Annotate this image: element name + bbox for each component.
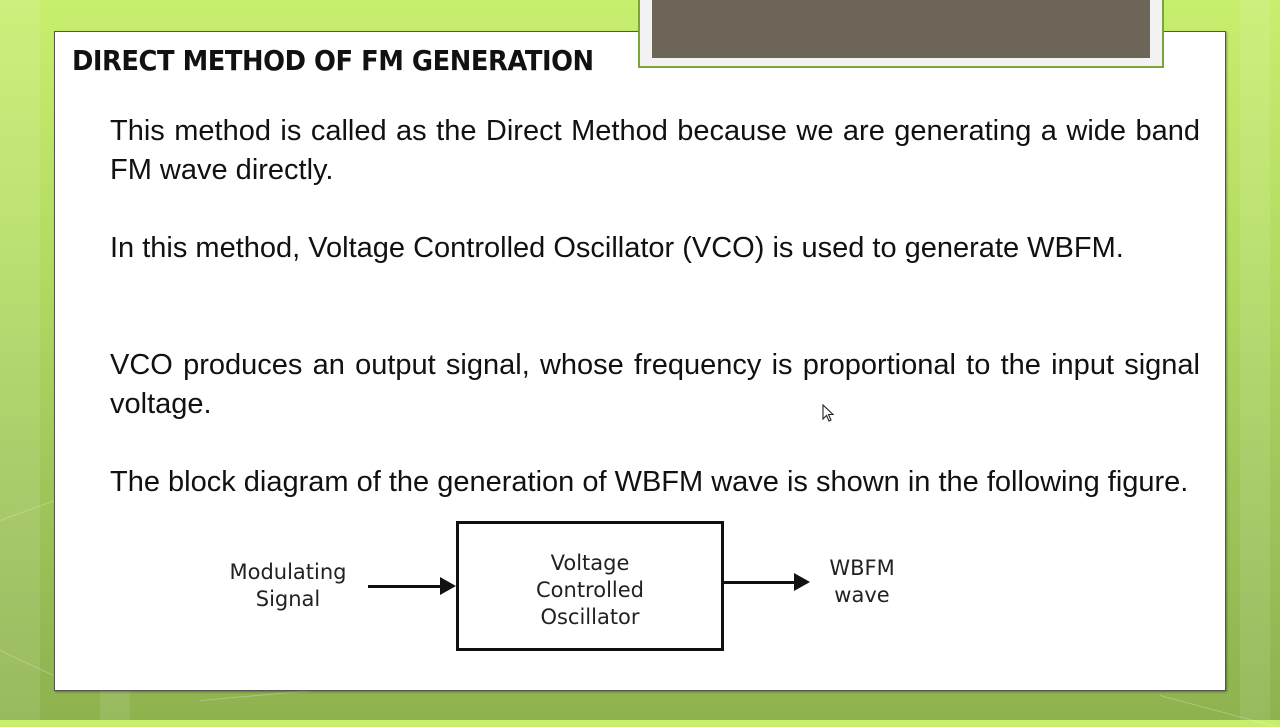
paragraph-4: The block diagram of the generation of W… xyxy=(110,466,1189,498)
bg-streak xyxy=(100,690,130,720)
vco-label-line-1: Voltage xyxy=(550,551,630,575)
title-placeholder-tab xyxy=(638,0,1164,68)
vco-label: Voltage Controlled Oscillator xyxy=(459,550,721,631)
bg-streak xyxy=(0,0,40,720)
output-label: WBFM wave xyxy=(812,555,912,609)
paragraph-3: VCO produces an output signal, whose fre… xyxy=(110,349,1200,420)
vco-label-line-2: Controlled xyxy=(536,578,644,602)
input-label-line-1: Modulating xyxy=(229,560,347,584)
output-arrow-head-icon xyxy=(794,573,810,591)
slide-title: DIRECT METHOD OF FM GENERATION xyxy=(72,44,594,77)
paragraph-2: In this method, Voltage Controlled Oscil… xyxy=(110,232,1124,264)
input-label: Modulating Signal xyxy=(208,559,368,613)
input-arrow-head-icon xyxy=(440,577,456,595)
paragraph-1: This method is called as the Direct Meth… xyxy=(110,115,1200,186)
output-arrow-line xyxy=(724,581,796,584)
bg-streak xyxy=(1240,0,1270,720)
vco-block: Voltage Controlled Oscillator xyxy=(456,521,724,651)
input-arrow-line xyxy=(368,585,442,588)
block-diagram: Modulating Signal Voltage Controlled Osc… xyxy=(200,515,920,660)
output-label-line-1: WBFM xyxy=(829,556,895,580)
input-label-line-2: Signal xyxy=(255,587,321,611)
mouse-pointer-icon xyxy=(822,403,836,429)
title-tab-fill xyxy=(652,0,1150,58)
vco-label-line-3: Oscillator xyxy=(540,605,640,629)
output-label-line-2: wave xyxy=(834,583,890,607)
